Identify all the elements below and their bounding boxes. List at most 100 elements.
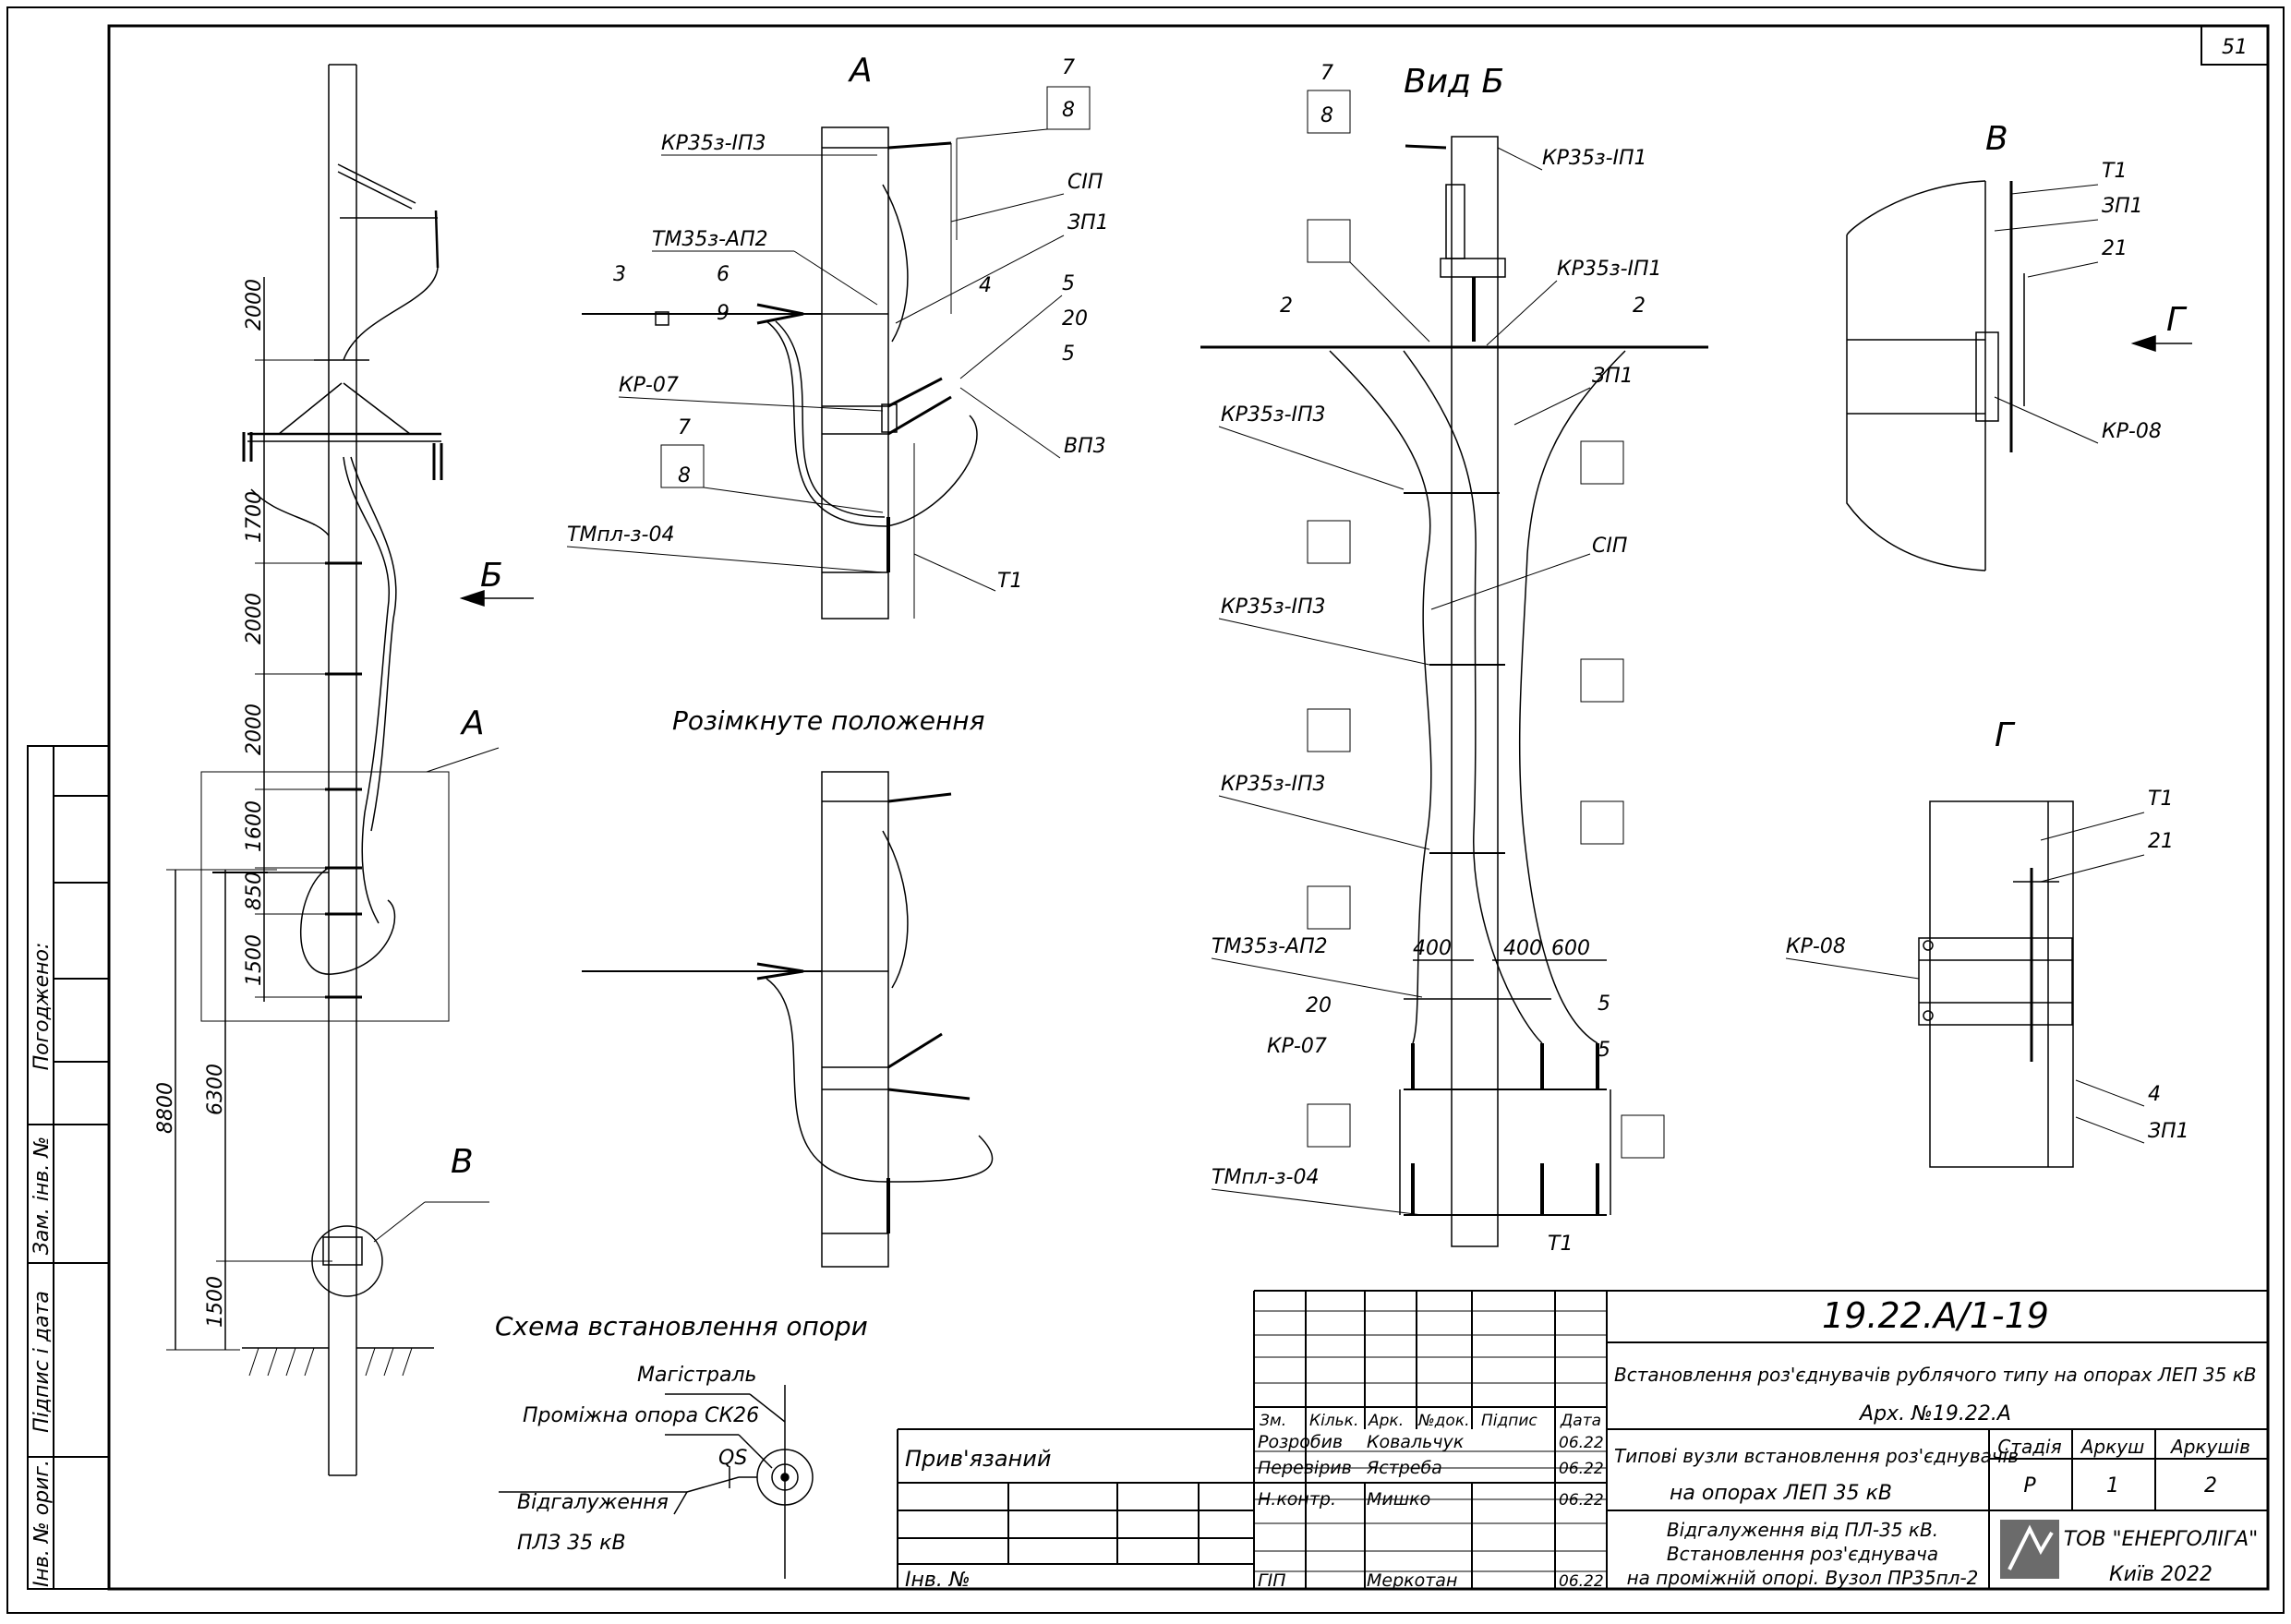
dim-600: 600 [1551, 937, 1590, 960]
sheet-header: Аркуш [2080, 1436, 2145, 1458]
label-kr35z-ip3-a: КР35з-ІП3 [1221, 403, 1326, 427]
label-tm35z-ap2-b: ТМ35з-АП2 [1212, 935, 1328, 958]
dim-1500-b: 1500 [204, 1276, 227, 1328]
col-ark: Арк. [1368, 1412, 1404, 1430]
sheet-title-line-2: Встановлення роз'єднувача [1667, 1543, 1938, 1565]
stage-header: Стадія [1997, 1436, 2061, 1458]
detail-a-leaders [566, 86, 1091, 592]
company-name: ТОВ "ЕНЕРГОЛІГА" [2064, 1528, 2259, 1551]
label-kr-08-g: КР-08 [1786, 935, 1846, 958]
dim-2000-a: 2000 [243, 279, 266, 331]
orig-inv-label: Інв. № ориг. [30, 1460, 54, 1587]
dim-1500-a: 1500 [243, 934, 266, 986]
col-pidpys: Підпис [1481, 1412, 1537, 1430]
dim-850: 850 [243, 872, 266, 910]
label-zp1-b: ЗП1 [1592, 365, 1634, 388]
label-kr35z-ip3: КР35з-ІП3 [661, 132, 766, 155]
callout-b: Б [480, 557, 503, 595]
title-block-thin-rows [1254, 1310, 1607, 1572]
label-tm35z-ap2: ТМ35з-АП2 [652, 228, 768, 251]
project-title: Встановлення роз'єднувачів рублячого тип… [1614, 1364, 2257, 1386]
label-kr35z-ip1-top: КР35з-ІП1 [1542, 147, 1647, 170]
label-4: 4 [979, 274, 992, 297]
view-v-drawing [1846, 180, 2192, 571]
label-4-g: 4 [2148, 1083, 2161, 1106]
label-20-b: 20 [1306, 994, 1332, 1017]
dim-8800: 8800 [154, 1082, 177, 1134]
label-8-b: 8 [678, 464, 691, 487]
label-8-b-top: 8 [1320, 104, 1333, 127]
label-7-b-top: 7 [1320, 62, 1333, 85]
bound-label: Прив'язаний [905, 1446, 1051, 1472]
side-stamp [27, 745, 110, 1590]
arrow-g-label: Г [2166, 301, 2188, 339]
label-2-a: 2 [1280, 295, 1293, 318]
scheme-drawing [499, 1385, 814, 1579]
label-8-a: 8 [1062, 99, 1075, 122]
sheets-header: Аркушів [2169, 1436, 2250, 1458]
label-6: 6 [717, 263, 730, 286]
row-gip-name: Меркотан [1367, 1570, 1457, 1591]
label-branch: Відгалуження [517, 1491, 669, 1514]
company-city: Київ 2022 [2109, 1563, 2213, 1586]
row-norm-role: Н.контр. [1258, 1489, 1336, 1510]
view-b-title: Вид Б [1404, 63, 1504, 101]
row-developed-name: Ковальчук [1367, 1432, 1465, 1452]
dim-1600: 1600 [243, 800, 266, 852]
sheets-value: 2 [2204, 1474, 2217, 1498]
label-20: 20 [1062, 307, 1088, 331]
label-21-v: 21 [2102, 237, 2128, 260]
label-kr-07-b: КР-07 [1267, 1035, 1327, 1058]
subject-line-1: Типові вузли встановлення роз'єднувачів [1614, 1445, 2019, 1467]
sign-date-label: Підпис і дата [30, 1291, 54, 1433]
sheet-value: 1 [2106, 1474, 2119, 1498]
label-21-g: 21 [2148, 830, 2174, 853]
label-5-a-b: 5 [1598, 992, 1610, 1016]
row-gip-date: 06.22 [1559, 1572, 1604, 1591]
label-plz: ПЛЗ 35 кВ [517, 1532, 626, 1555]
subject-line-2: на опорах ЛЕП 35 кВ [1670, 1482, 1892, 1505]
label-tmpl-z-04: ТМпл-з-04 [567, 523, 674, 547]
view-g-title: Г [1995, 716, 2016, 754]
company-logo [2000, 1520, 2059, 1579]
row-developed-role: Розробив [1258, 1432, 1343, 1452]
label-kr-07: КР-07 [619, 374, 679, 397]
scheme-title: Схема встановлення опори [495, 1311, 868, 1341]
label-t1-v: Т1 [2102, 160, 2127, 183]
label-kr35z-ip3-c: КР35з-ІП3 [1221, 773, 1326, 796]
label-zp1-v: ЗП1 [2102, 195, 2143, 218]
label-kr35z-ip3-b: КР35з-ІП3 [1221, 595, 1326, 619]
dim-400-b: 400 [1503, 937, 1542, 960]
title-block-lines [897, 1290, 2268, 1589]
label-3: 3 [613, 263, 626, 286]
drawing-code: 19.22.А/1-19 [1822, 1295, 2049, 1336]
col-data: Дата [1560, 1412, 1601, 1430]
view-v-title: В [1985, 120, 2008, 158]
view-b-number-boxes [1211, 90, 1665, 1216]
label-5-b-b: 5 [1598, 1039, 1610, 1062]
row-gip-role: ГІП [1258, 1570, 1285, 1591]
label-tmpl-z-04-b: ТМпл-з-04 [1212, 1166, 1319, 1189]
label-t1-b: Т1 [1548, 1233, 1573, 1256]
view-v-leaders [1994, 184, 2099, 444]
stage-value: Р [2023, 1474, 2036, 1498]
approved-label: Погоджено: [30, 943, 54, 1071]
label-sip: СІП [1067, 171, 1103, 194]
dim-2000-c: 2000 [243, 704, 266, 755]
open-position-title: Розімкнуте положення [672, 705, 984, 736]
label-2-b: 2 [1633, 295, 1646, 318]
row-checked-date: 06.22 [1559, 1460, 1604, 1478]
row-norm-date: 06.22 [1559, 1491, 1604, 1510]
label-qs: QS [718, 1447, 747, 1470]
label-kr-08-v: КР-08 [2102, 420, 2162, 443]
view-b-drawing [1200, 136, 1708, 1247]
label-sip-b: СІП [1592, 535, 1627, 558]
label-7-a: 7 [1062, 56, 1075, 79]
dim-6300: 6300 [204, 1064, 227, 1115]
label-7-b: 7 [678, 416, 691, 439]
sheet-number-box: 51 [2201, 25, 2269, 66]
inv-no-label: Інв. № [905, 1569, 971, 1592]
sheet-title-line-1: Відгалуження від ПЛ-35 кВ. [1667, 1519, 1938, 1541]
label-5-b: 5 [1062, 343, 1075, 366]
row-norm-name: Мишко [1367, 1489, 1430, 1510]
